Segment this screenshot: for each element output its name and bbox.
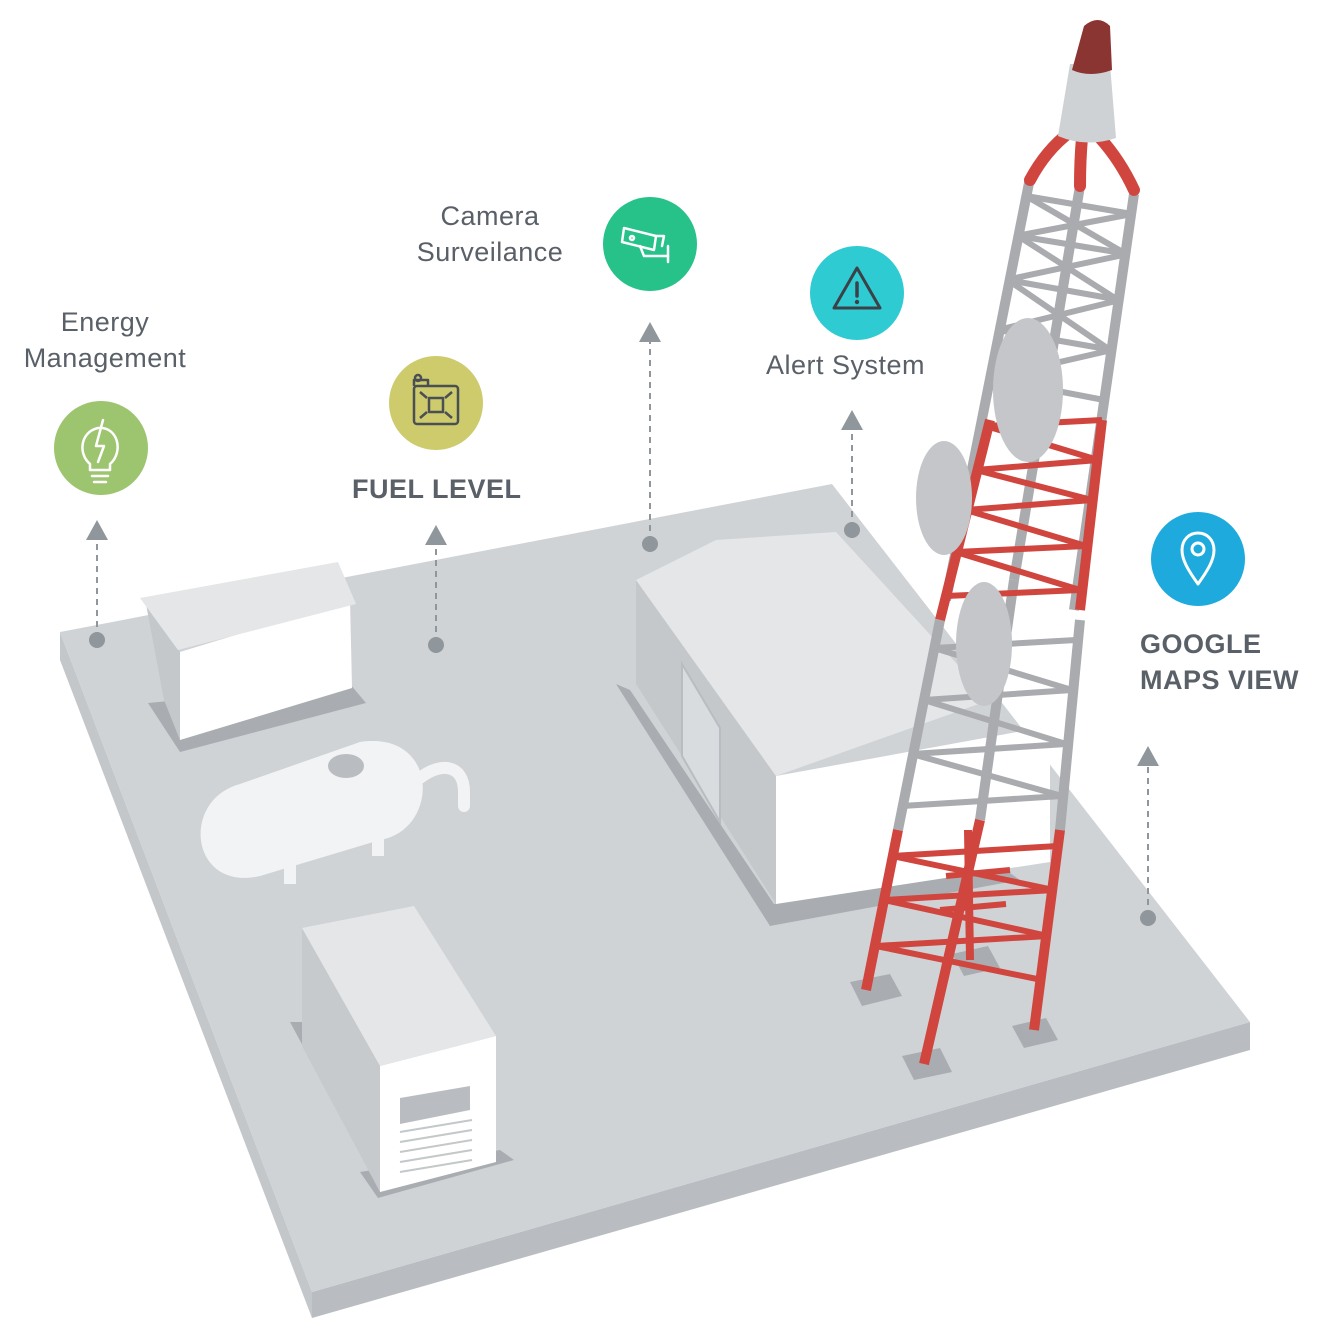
equipment-shelter xyxy=(616,532,1050,926)
energy-management-badge[interactable] xyxy=(54,401,148,495)
google-maps-view-badge[interactable] xyxy=(1151,512,1245,606)
fuel-level-label: FUEL LEVEL xyxy=(352,474,522,504)
maps-label-line1: GOOGLE xyxy=(1140,629,1262,659)
fuel-tank xyxy=(200,741,470,884)
connector-energy xyxy=(86,520,108,648)
generator xyxy=(290,906,514,1198)
alert-system-label: Alert System xyxy=(766,350,926,380)
camera-label-line2: Surveilance xyxy=(416,237,564,267)
lightbulb-bolt-icon xyxy=(81,418,119,484)
camera-surveilance-label: Camera Surveilance xyxy=(400,198,580,270)
warning-triangle-icon xyxy=(832,266,882,310)
camera-surveilance-badge[interactable] xyxy=(603,197,697,291)
maps-label-line2: MAPS VIEW xyxy=(1140,665,1300,695)
connector-alert xyxy=(841,410,863,538)
connector-maps xyxy=(1137,746,1159,926)
fuel-level-badge[interactable] xyxy=(389,356,483,450)
alert-system-badge[interactable] xyxy=(810,246,904,340)
cabinet-back-left xyxy=(140,562,366,752)
telecom-tower xyxy=(850,20,1140,1080)
energy-label-line2: Management xyxy=(23,343,187,373)
fuel-can-icon xyxy=(412,373,460,426)
connector-fuel xyxy=(425,525,447,653)
map-pin-icon xyxy=(1180,531,1216,586)
energy-label-line1: Energy xyxy=(60,307,150,337)
google-maps-view-label: GOOGLE MAPS VIEW xyxy=(1140,626,1299,698)
connector-camera xyxy=(639,322,661,552)
energy-management-label: Energy Management xyxy=(10,304,200,376)
camera-label-line1: Camera xyxy=(440,201,540,231)
cctv-camera-icon xyxy=(620,226,670,264)
